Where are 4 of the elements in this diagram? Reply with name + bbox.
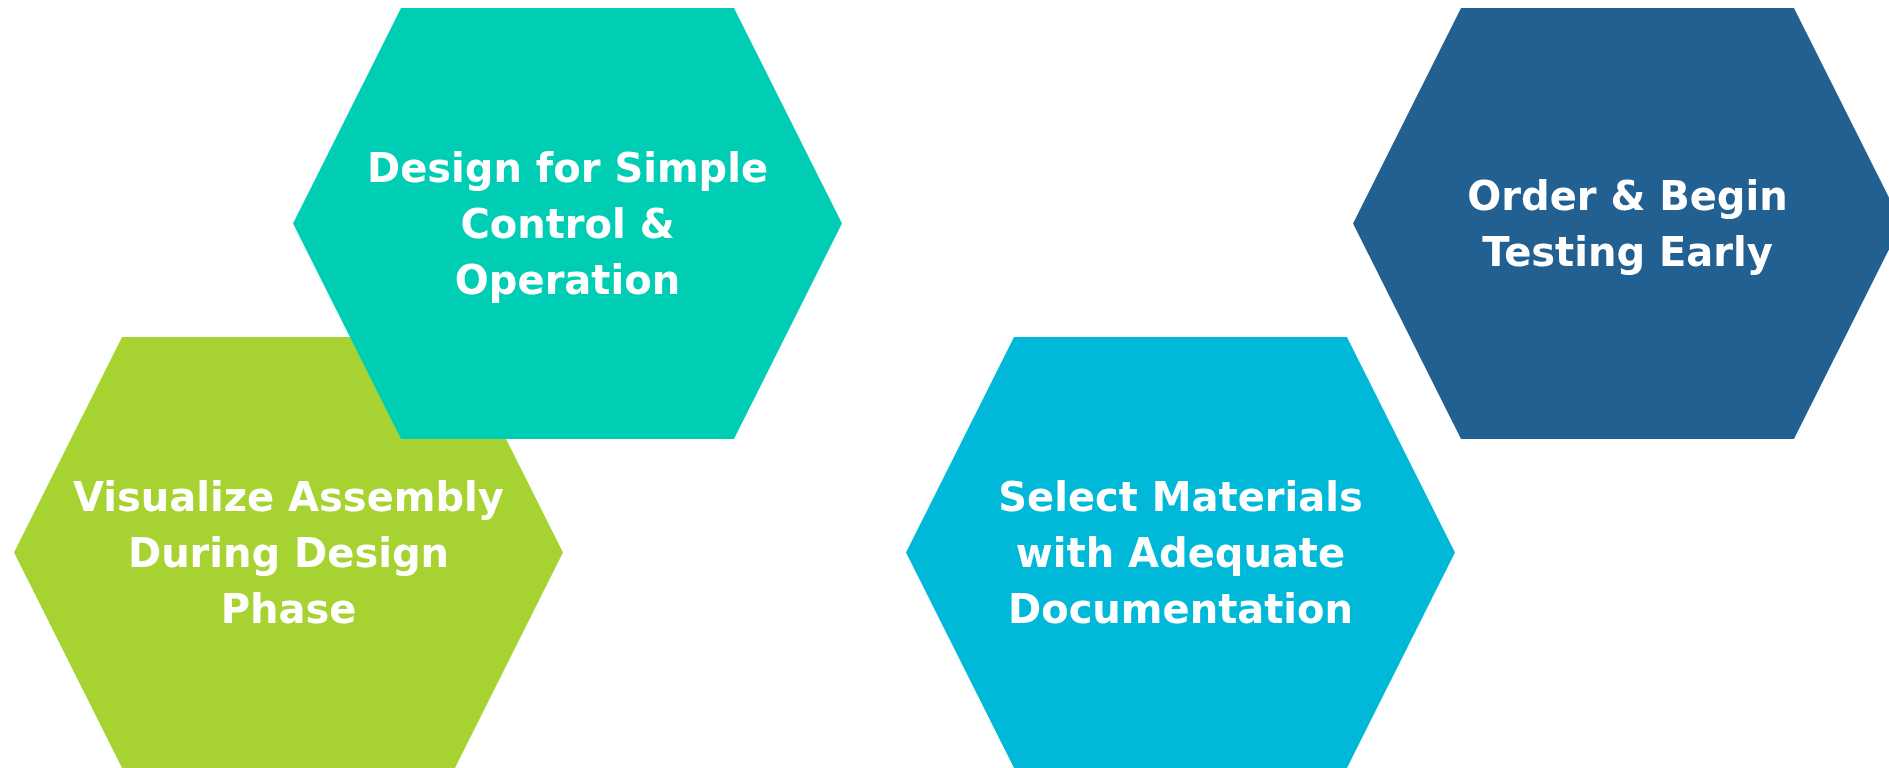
step-label: Design for Simple Control & Operation [365,143,770,305]
step-label: Visualize Assembly During Design Phase [72,472,505,634]
step-label: Select Materials with Adequate Documentation [997,472,1364,634]
step-label: Order & Begin Testing Early [1466,171,1789,277]
